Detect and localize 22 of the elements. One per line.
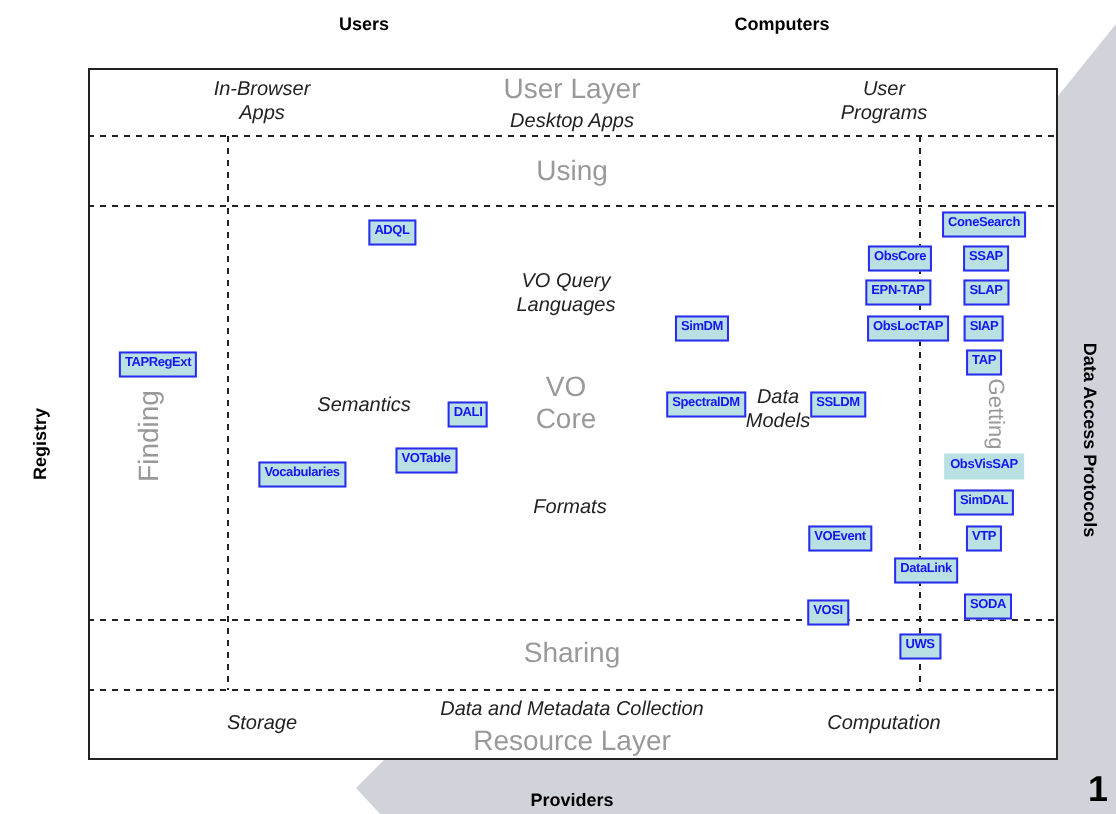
layer-title: Resource Layer	[473, 723, 671, 757]
side-heading: Registry	[29, 408, 51, 480]
layer-title: Getting	[981, 378, 1007, 450]
area-label: Desktop Apps	[510, 110, 634, 134]
area-label: Semantics	[317, 394, 411, 418]
area-label: Data and Metadata Collection	[440, 698, 704, 722]
column-heading: Users	[338, 13, 390, 35]
column-heading: Providers	[530, 789, 614, 811]
area-label: In-Browser Apps	[211, 79, 313, 125]
layer-title: Sharing	[523, 635, 621, 669]
area-label: Storage	[226, 712, 298, 736]
area-label: User Programs	[838, 79, 930, 125]
layer-title: VO Core	[533, 369, 599, 435]
area-label: Formats	[533, 496, 607, 520]
layer-title: Using	[536, 153, 608, 187]
area-label: Computation	[827, 712, 941, 736]
area-label: VO Query Languages	[514, 271, 618, 317]
layer-title: User Layer	[503, 71, 641, 105]
layer-title: Finding	[131, 390, 165, 482]
side-heading: Data Access Protocols	[1079, 342, 1101, 538]
page-number: 1	[1088, 769, 1108, 811]
column-heading: Computers	[734, 13, 830, 35]
